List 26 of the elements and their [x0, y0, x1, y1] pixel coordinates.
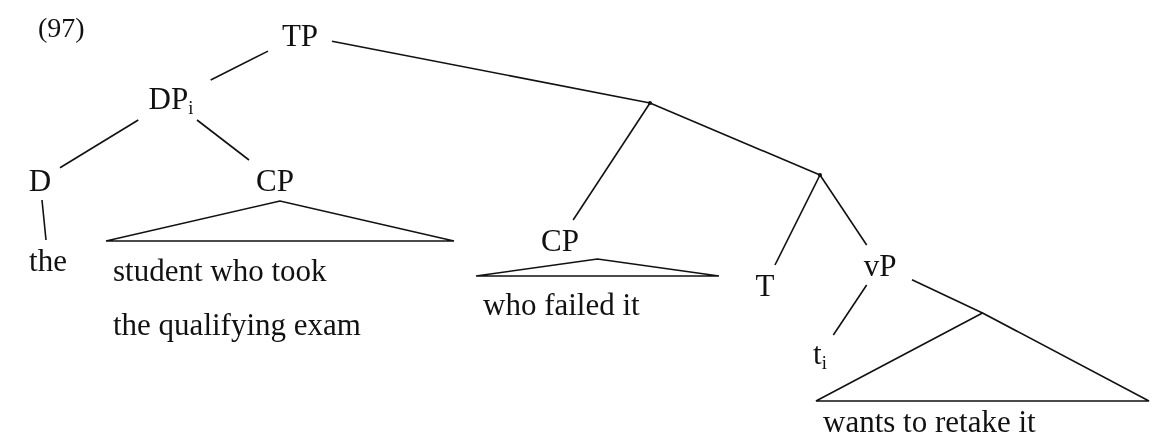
branch-line — [59, 119, 140, 169]
branch-line — [41, 199, 47, 241]
branch-line — [209, 50, 269, 81]
branch-line — [196, 119, 250, 161]
category-label: CP — [238, 160, 312, 200]
phrase-text: who failed it — [483, 286, 641, 324]
category-label: vP — [848, 245, 912, 285]
phrase-text: student who took the qualifying exam — [113, 252, 362, 344]
category-label: TP — [268, 15, 332, 55]
branch-point — [648, 101, 652, 105]
example-number: (97) — [38, 12, 85, 44]
branch-point — [818, 173, 822, 177]
category-label: T — [745, 265, 785, 305]
category-label: t$_{i}$ — [800, 335, 840, 375]
branch-line — [649, 102, 821, 176]
category-label: CP — [523, 220, 597, 260]
category-label: D — [20, 160, 60, 200]
branch-line — [911, 278, 984, 314]
category-label: the — [12, 240, 84, 280]
category-label: DP$_{i}$ — [130, 80, 212, 120]
branch-line — [774, 174, 821, 266]
phrase-text: wants to retake it — [823, 403, 1037, 441]
branch-line — [819, 174, 868, 246]
branch-line — [572, 102, 651, 221]
branch-line — [832, 284, 868, 336]
branch-line — [331, 40, 651, 104]
